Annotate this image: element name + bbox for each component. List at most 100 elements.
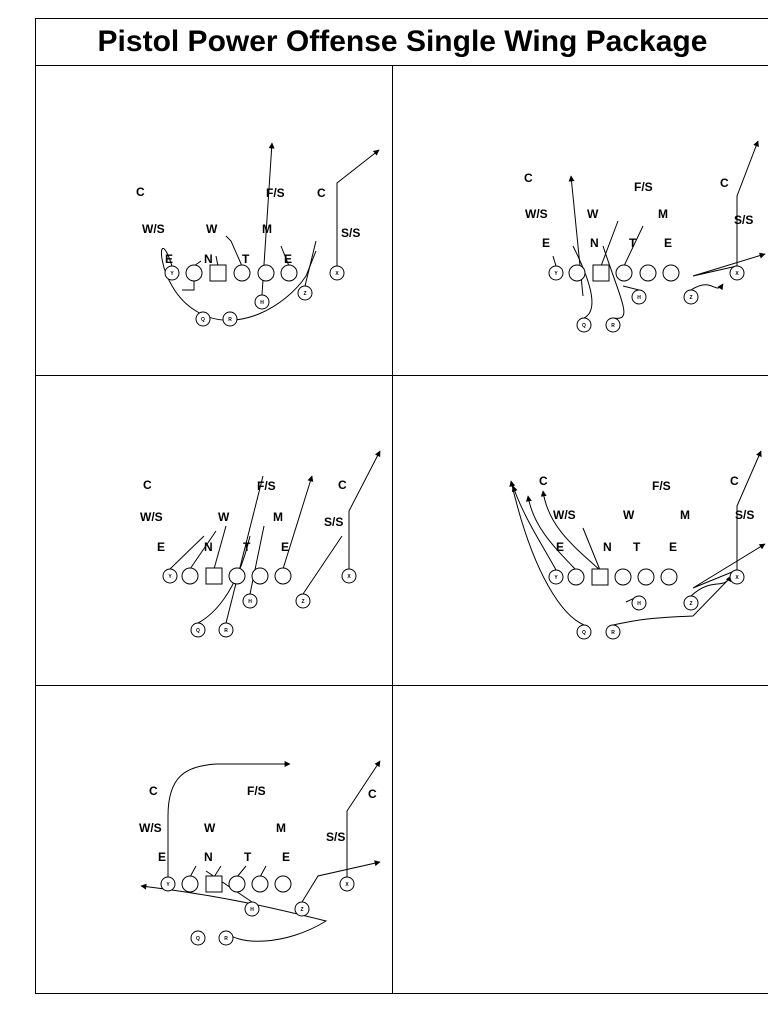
- player-circle: [190, 930, 206, 946]
- defender-label: C: [143, 478, 152, 492]
- player-circle: [295, 593, 311, 609]
- player-label: X: [735, 271, 739, 277]
- defender-label: E: [542, 236, 550, 250]
- defender-label: T: [244, 850, 252, 864]
- grid-divider-row-1: [36, 375, 768, 376]
- route-line: [509, 480, 585, 626]
- lineman-circle: [615, 264, 633, 282]
- player-label: Q: [582, 323, 586, 329]
- player-label: Z: [689, 601, 692, 607]
- lineman-circle: [660, 568, 678, 586]
- route-line: [259, 865, 267, 878]
- player-circle: [244, 901, 260, 917]
- lineman-circle: [185, 264, 203, 282]
- center-square: [205, 875, 223, 893]
- defender-label: M: [680, 508, 690, 522]
- route-line: [540, 490, 601, 571]
- route-line: [282, 475, 314, 570]
- route-line: [189, 865, 197, 878]
- lineman-circle: [181, 875, 199, 893]
- defender-label: F/S: [652, 479, 671, 493]
- route-line: [225, 475, 264, 624]
- player-label: Z: [303, 291, 306, 297]
- player-label: R: [611, 630, 615, 636]
- route-line: [572, 245, 593, 319]
- route-line: [602, 245, 625, 319]
- player-circle: [576, 624, 592, 640]
- player-label: Y: [554, 575, 558, 581]
- player-circle: [242, 593, 258, 609]
- defender-label: F/S: [266, 186, 285, 200]
- player-circle: [297, 285, 313, 301]
- lineman-circle: [662, 264, 680, 282]
- defender-label: N: [590, 236, 599, 250]
- route-line: [600, 220, 619, 267]
- defender-label: W: [218, 510, 230, 524]
- player-label: X: [345, 882, 349, 888]
- player-label: Y: [166, 882, 170, 888]
- lineman-circle: [567, 568, 585, 586]
- defender-label: N: [603, 540, 612, 554]
- page-title: Pistol Power Offense Single Wing Package: [36, 19, 768, 66]
- lineman-circle: [257, 264, 275, 282]
- player-label: H: [248, 599, 252, 605]
- route-line: [249, 525, 265, 595]
- player-circle: [683, 595, 699, 611]
- route-line: [197, 535, 251, 624]
- defender-label: C: [149, 784, 158, 798]
- defender-label: S/S: [326, 830, 345, 844]
- defender-label: W/S: [139, 821, 162, 835]
- player-label: R: [224, 628, 228, 634]
- player-label: Q: [582, 630, 586, 636]
- player-label: X: [347, 574, 351, 580]
- route-line: [736, 140, 759, 266]
- defender-label: W/S: [142, 222, 165, 236]
- route-line: [692, 252, 766, 277]
- player-label: H: [260, 300, 264, 306]
- route-line: [213, 525, 227, 570]
- player-circle: [576, 317, 592, 333]
- player-circle: [605, 317, 621, 333]
- defender-label: N: [204, 252, 213, 266]
- lineman-circle: [233, 264, 251, 282]
- player-circle: [341, 568, 357, 584]
- route-line: [225, 235, 243, 267]
- player-label: X: [735, 575, 739, 581]
- route-line: [236, 865, 247, 878]
- player-circle: [218, 930, 234, 946]
- route-line: [623, 225, 644, 267]
- player-label: Y: [170, 271, 174, 277]
- player-circle: [162, 568, 178, 584]
- lineman-circle: [639, 264, 657, 282]
- defender-label: F/S: [257, 479, 276, 493]
- defender-label: W: [206, 222, 218, 236]
- route-line: [612, 580, 728, 626]
- player-circle: [190, 622, 206, 638]
- defender-label: W/S: [553, 508, 576, 522]
- route-line: [346, 760, 381, 877]
- center-square: [209, 264, 227, 282]
- defender-label: E: [165, 252, 173, 266]
- defender-label: S/S: [324, 515, 343, 529]
- player-circle: [195, 311, 211, 327]
- lineman-circle: [251, 567, 269, 585]
- center-square: [592, 264, 610, 282]
- lineman-circle: [181, 567, 199, 585]
- defender-label: E: [157, 540, 165, 554]
- defender-label: W: [623, 508, 635, 522]
- player-label: Z: [689, 295, 692, 301]
- defender-label: E: [158, 850, 166, 864]
- route-line: [525, 495, 577, 571]
- player-circle: [329, 265, 345, 281]
- route-line: [304, 240, 317, 287]
- defender-label: C: [368, 787, 377, 801]
- route-line: [622, 285, 640, 291]
- defender-label: W/S: [140, 510, 163, 524]
- player-circle: [729, 265, 745, 281]
